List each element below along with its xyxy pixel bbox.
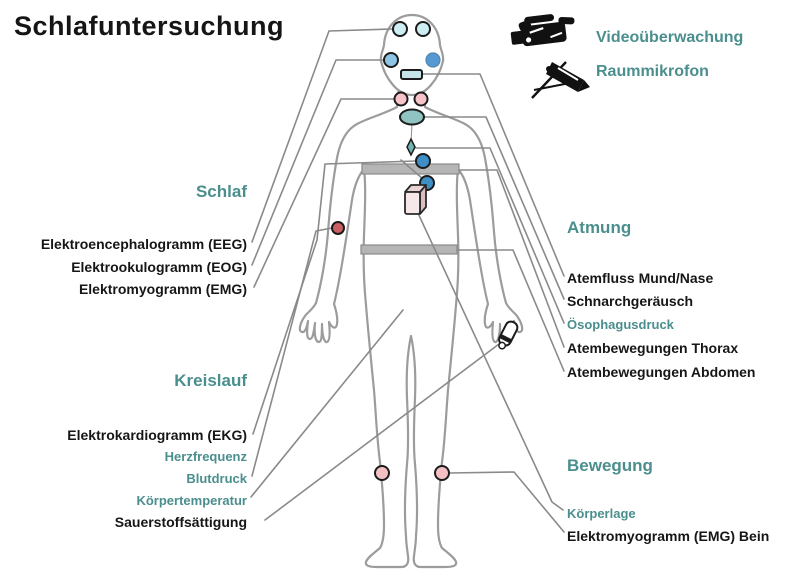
line-abdomen: [456, 249, 565, 372]
chin-emg-electrode-right: [413, 91, 429, 107]
line-ekg-branch: [400, 159, 424, 180]
line-schnarch: [423, 116, 565, 300]
ekg-electrode-upper: [415, 153, 431, 169]
section-header-bewegung: Bewegung: [567, 456, 653, 475]
line-atemfluss: [421, 73, 565, 277]
line-koerpertemperatur: [250, 309, 404, 498]
label-atembewegungen-thorax: Atembewegungen Thorax: [567, 340, 739, 356]
line-emg-bein: [448, 471, 565, 533]
label-emg-bein: Elektromyogramm (EMG) Bein: [567, 528, 770, 544]
line-ekg: [252, 160, 417, 435]
label-eog: Elektrookulogramm (EOG): [71, 259, 247, 275]
room-microphone-icon: [531, 61, 590, 99]
eog-electrode-right: [425, 52, 441, 68]
label-koerperlage: Körperlage: [567, 506, 636, 521]
video-camera-icon: [510, 14, 575, 47]
page-title: Schlafuntersuchung: [14, 11, 285, 41]
chin-emg-electrode-left: [393, 91, 409, 107]
eeg-electrode-left: [392, 21, 408, 37]
label-schnarchgeraeusch: Schnarchgeräusch: [567, 293, 694, 309]
section-header-kreislauf: Kreislauf: [174, 371, 247, 390]
section-header-atmung: Atmung: [567, 218, 632, 237]
video-surveillance-label: Videoüberwachung: [596, 29, 744, 46]
label-herzfrequenz: Herzfrequenz: [164, 449, 247, 464]
label-koerpertemperatur: Körpertemperatur: [136, 493, 247, 508]
line-oesophagus: [415, 147, 565, 324]
label-emg: Elektromyogramm (EMG): [78, 281, 247, 297]
line-thorax: [458, 169, 565, 348]
airflow-mouth-sensor: [400, 69, 423, 80]
line-emg-chin: [253, 98, 396, 288]
line-eog: [251, 59, 385, 266]
line-koerperlage: [416, 210, 564, 511]
leg-emg-electrode-left: [374, 465, 390, 481]
label-atembewegungen-abdomen: Atembewegungen Abdomen: [567, 364, 756, 380]
line-blutdruck: [251, 227, 333, 477]
snore-microphone-sensor: [399, 108, 425, 126]
label-sauerstoffsaettigung: Sauerstoffsättigung: [114, 514, 247, 530]
eog-electrode-left: [383, 52, 399, 68]
section-header-schlaf: Schlaf: [195, 182, 247, 201]
body-outline: [298, 84, 524, 569]
room-microphone-label: Raummikrofon: [596, 63, 709, 80]
eeg-electrode-right: [415, 21, 431, 37]
blood-pressure-arm-sensor: [331, 221, 345, 235]
line-sauerstoff: [264, 340, 504, 521]
label-blutdruck: Blutdruck: [186, 471, 247, 486]
label-eeg: Elektroencephalogramm (EEG): [40, 236, 247, 252]
label-atemfluss: Atemfluss Mund/Nase: [567, 270, 714, 286]
label-ekg: Elektrokardiogramm (EKG): [67, 427, 247, 443]
body-position-sensor-box: [404, 184, 427, 215]
spo2-finger-sensor: [498, 320, 519, 350]
esophagus-pressure-sensor: [406, 137, 416, 157]
abdomen-band: [360, 244, 458, 255]
label-oesophagusdruck: Ösophagusdruck: [567, 317, 674, 332]
line-eeg: [251, 28, 393, 243]
leg-emg-electrode-right: [434, 465, 450, 481]
